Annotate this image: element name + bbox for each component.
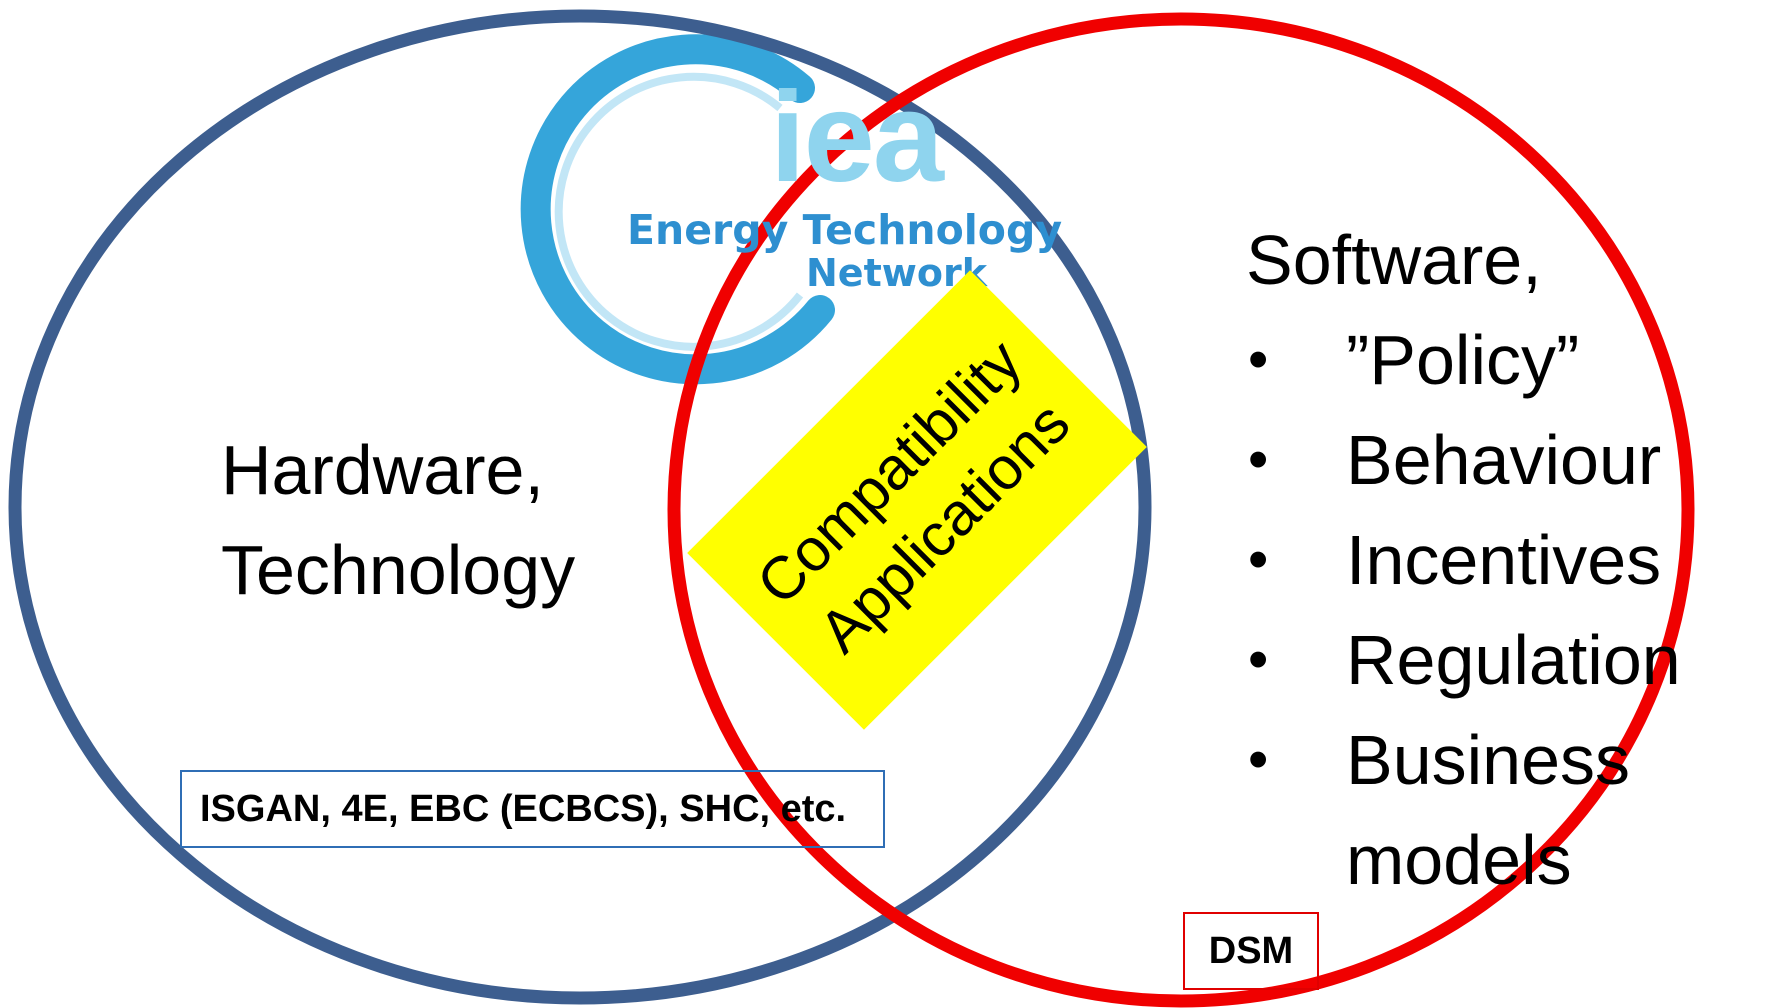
bullet-text: Business — [1346, 721, 1631, 799]
bullet-text: models — [1346, 821, 1572, 899]
bullet-icon: • — [1248, 627, 1269, 692]
bullet-text: Incentives — [1346, 521, 1662, 599]
bullet-item: • Regulation — [1246, 610, 1681, 710]
left-label-line1: Hardware, — [221, 431, 544, 509]
left-circle-label: Hardware, Technology — [221, 420, 575, 620]
bullet-item: • Incentives — [1246, 510, 1681, 610]
bullet-icon: • — [1248, 527, 1269, 592]
bullet-item: • Behaviour — [1246, 410, 1681, 510]
logo-line1: Energy Technology — [627, 206, 1063, 254]
bullet-item: • Business — [1246, 710, 1681, 810]
bullet-text: Behaviour — [1346, 421, 1662, 499]
bullet-icon: • — [1248, 427, 1269, 492]
right-bullet-list: • ”Policy” • Behaviour • Incentives • Regula… — [1246, 310, 1681, 910]
right-circle-title: Software, — [1246, 221, 1542, 299]
right-circle — [667, 12, 1695, 1008]
bullet-text: Regulation — [1346, 621, 1681, 699]
logo-arc-inner — [554, 72, 804, 351]
bullet-item-continuation: models — [1246, 810, 1681, 910]
left-label-line2: Technology — [221, 531, 576, 609]
logo-wordmark: iea — [770, 66, 944, 209]
dsm-label-box: DSM — [1183, 912, 1319, 990]
bullet-text: ”Policy” — [1346, 321, 1580, 399]
left-circle — [8, 9, 1152, 1005]
logo-arc — [520, 34, 835, 385]
bullet-icon: • — [1248, 327, 1269, 392]
bullet-icon: • — [1248, 727, 1269, 792]
programs-label-box: ISGAN, 4E, EBC (ECBCS), SHC, etc. — [180, 770, 885, 848]
bullet-item: • ”Policy” — [1246, 310, 1681, 410]
